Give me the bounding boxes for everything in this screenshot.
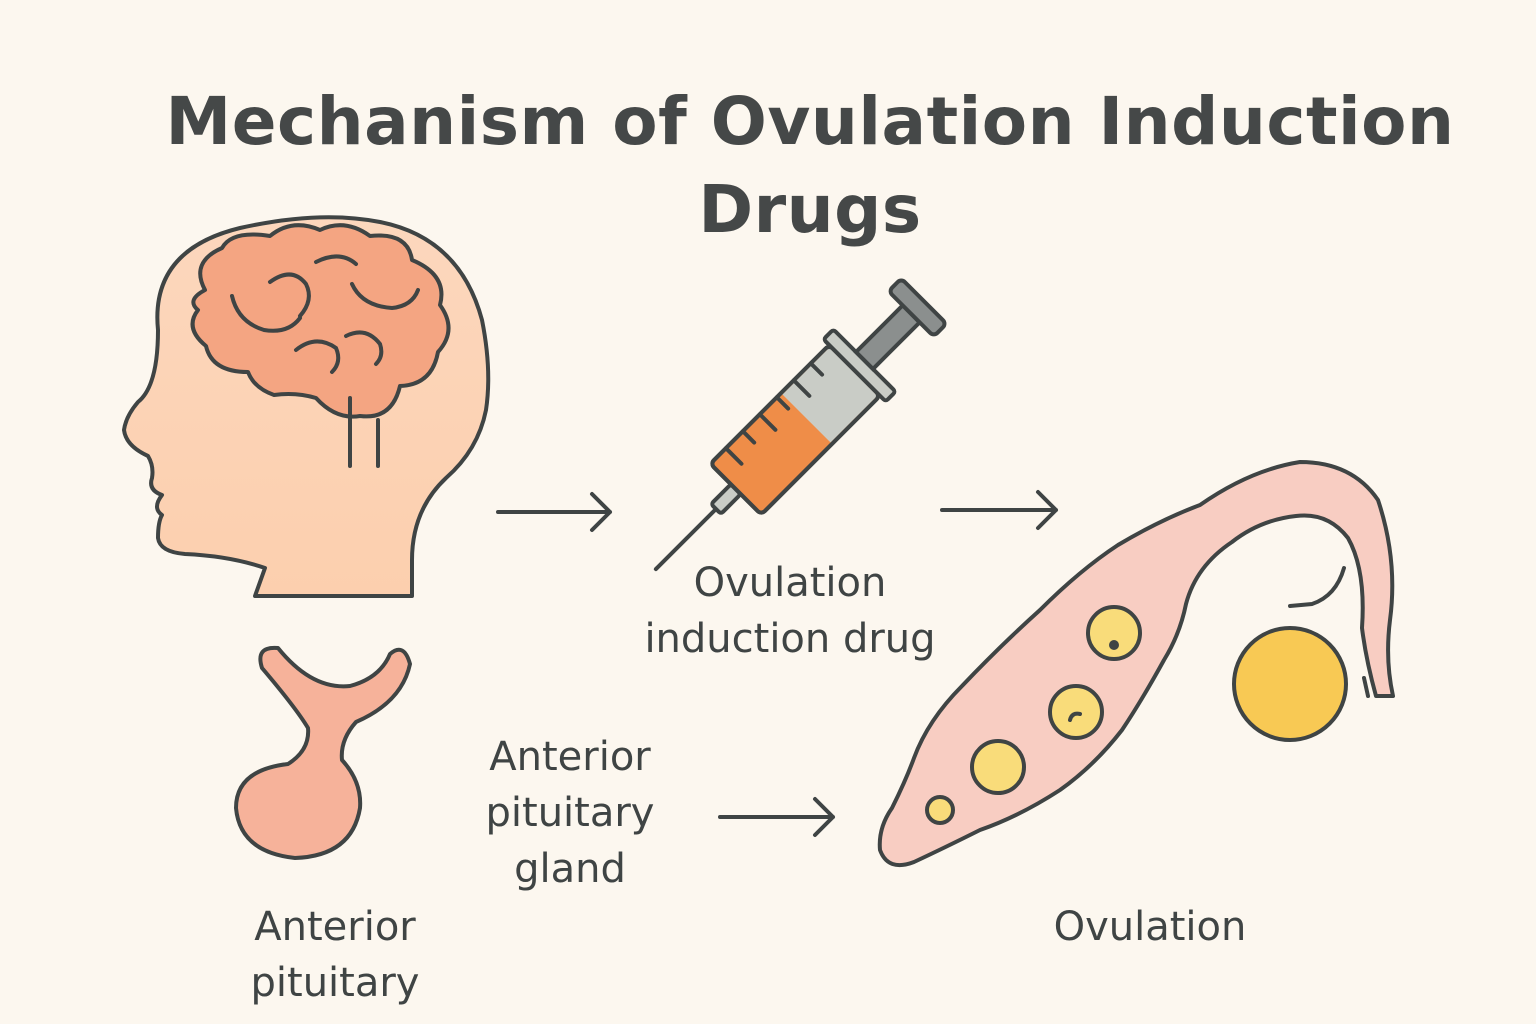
brain-fold <box>294 339 341 374</box>
follicle <box>970 739 1026 795</box>
head-with-brain-icon <box>122 215 491 598</box>
brain-icon <box>190 223 451 419</box>
pituitary-gland-icon <box>234 645 412 860</box>
tube-fimbria <box>1288 566 1346 608</box>
anterior-pituitary-label: Anterior pituitary <box>200 899 470 1011</box>
follicle <box>925 795 955 825</box>
anterior-label-line: Anterior <box>254 904 416 950</box>
arrow-icon <box>718 797 835 837</box>
brain-fold <box>268 272 311 318</box>
arrow-icon <box>940 490 1058 530</box>
syringe-icon <box>653 278 947 572</box>
tube-fimbria <box>1362 676 1370 698</box>
brain-fold <box>314 254 358 266</box>
brain-fold <box>344 330 384 366</box>
released-egg <box>1232 626 1348 742</box>
drug-label: Ovulation induction drug <box>600 555 980 667</box>
brain-fold <box>350 282 420 311</box>
gland-label-line: pituitary <box>485 790 655 836</box>
drug-label-line: Ovulation <box>693 560 887 606</box>
gland-label-line: Anterior <box>489 734 651 780</box>
brain-fold <box>230 294 302 333</box>
drug-label-line: induction drug <box>644 616 936 662</box>
ovulation-label: Ovulation <box>1053 904 1247 950</box>
follicle-dot <box>1109 640 1119 650</box>
gland-label: Anterior pituitary gland <box>430 729 710 897</box>
anterior-label-line: pituitary <box>250 960 420 1006</box>
brain-stem <box>348 396 380 468</box>
follicle-dot <box>1068 711 1082 722</box>
follicle <box>1086 605 1142 661</box>
arrow-icon <box>496 492 612 532</box>
gland-label-line: gland <box>514 846 626 892</box>
ovary-and-fallopian-tube-icon <box>877 460 1395 867</box>
diagram-title: Mechanism of Ovulation Induction Drugs <box>165 83 1455 248</box>
